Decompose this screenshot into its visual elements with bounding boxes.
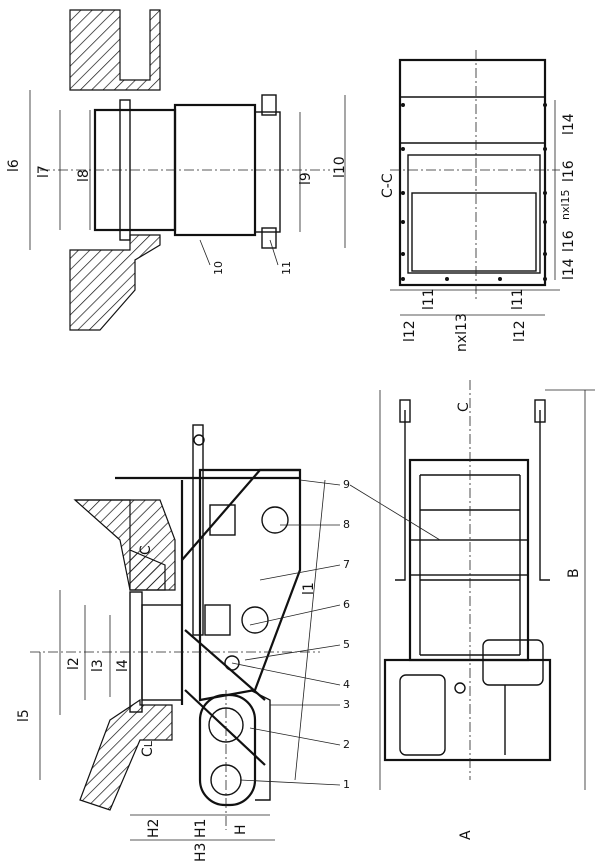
wall-hatch-top — [69, 9, 161, 91]
feeder-trough — [198, 468, 302, 702]
dim-l11-right: l11 — [510, 288, 526, 310]
dim-nxl13: nxl13 — [454, 313, 470, 352]
wall-hatch-mid — [73, 499, 176, 591]
dim-l4: l4 — [115, 659, 131, 672]
dim-a: A — [458, 830, 474, 840]
dim-l3: l3 — [90, 659, 106, 672]
bearing-top — [261, 94, 277, 116]
drive-base — [383, 658, 552, 762]
vibrator-1 — [261, 506, 289, 534]
part-label-9: 9 — [343, 478, 350, 491]
dim-l12-right: l12 — [512, 320, 528, 342]
inlet-chute — [141, 604, 183, 701]
trough-plan — [408, 458, 530, 662]
dim-l5: l5 — [16, 709, 32, 722]
dim-h3: H3 — [193, 843, 209, 862]
motor-2 — [204, 604, 231, 636]
dim-nxl15: nxl15 — [559, 189, 572, 220]
dim-l8: l8 — [76, 169, 92, 182]
cross-plate — [409, 539, 529, 576]
frame-bar — [192, 424, 204, 636]
section-cc-view: C-C l14 l16 nxl15 l16 l14 l11 l11 l12 nx… — [380, 50, 577, 352]
dim-l7: l7 — [36, 165, 52, 178]
cylinder-housing — [198, 693, 257, 807]
motor-plan — [399, 674, 446, 756]
drive-shaft — [254, 111, 281, 233]
side-view: l2 l3 l4 l5 l1 C CL H2 H1 H H3 9 8 7 6 5… — [16, 424, 350, 862]
dim-l11-left: l11 — [421, 288, 437, 310]
plan-view: C B A — [349, 380, 595, 840]
part-label-5: 5 — [343, 638, 350, 651]
dim-l6: l6 — [6, 159, 22, 172]
dim-l16-top: l16 — [561, 160, 577, 182]
inner-frame — [407, 154, 541, 274]
top-left-view: l6 l7 l8 l9 l10 10 11 — [6, 9, 348, 331]
wall-hatch-lower — [79, 698, 173, 811]
dim-l2: l2 — [66, 657, 82, 670]
part-label-11: 11 — [280, 261, 293, 275]
hanger-eye — [193, 434, 205, 446]
part-label-2: 2 — [343, 738, 350, 751]
motor-1 — [209, 504, 236, 536]
part-label-7: 7 — [343, 558, 350, 571]
part-label-6: 6 — [343, 598, 350, 611]
dim-l14-top: l14 — [561, 113, 577, 135]
dim-b: B — [566, 568, 582, 578]
part-label-1: 1 — [343, 778, 350, 791]
section-title: C-C — [380, 173, 396, 198]
bearing-bottom — [261, 227, 277, 249]
dim-h2: H2 — [146, 819, 162, 838]
section-frame — [398, 58, 547, 287]
part-label-4: 4 — [343, 678, 350, 691]
dim-c: C — [456, 402, 472, 412]
dim-l1: l1 — [301, 582, 317, 595]
dim-h: H — [233, 824, 249, 835]
pivot — [224, 655, 240, 671]
dim-l12-left: l12 — [402, 320, 418, 342]
part-label-8: 8 — [343, 518, 350, 531]
hanger-rod-right — [539, 410, 550, 581]
centerline-mark: CL — [140, 740, 156, 757]
gearbox-plan — [482, 639, 544, 686]
part-label-10: 10 — [212, 261, 225, 275]
dim-l16-bottom: l16 — [561, 230, 577, 252]
dim-l9: l9 — [298, 172, 314, 185]
gate-plate — [411, 192, 537, 272]
part-label-3: 3 — [343, 698, 350, 711]
wall-hatch-bottom — [69, 234, 161, 331]
dim-h1: H1 — [193, 819, 209, 838]
gate-arm — [184, 689, 266, 766]
dim-l14-bottom: l14 — [561, 258, 577, 280]
dim-l10: l10 — [332, 156, 348, 178]
section-mark-c: C — [138, 545, 154, 555]
hanger-rod-left — [395, 410, 406, 581]
vibrator-2 — [241, 606, 269, 634]
